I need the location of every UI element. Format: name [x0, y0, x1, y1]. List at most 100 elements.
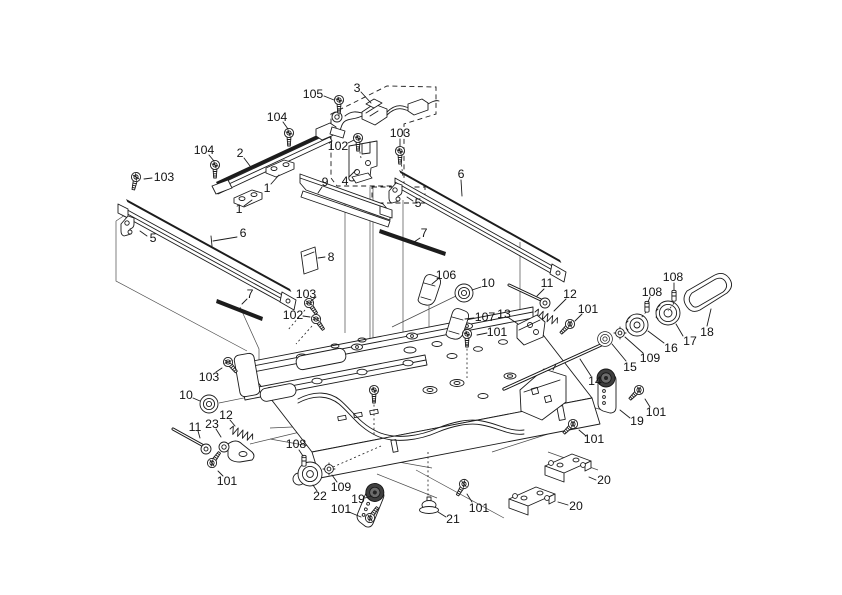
leader-line-106: [431, 278, 439, 285]
part-label-101: 101: [217, 474, 238, 488]
leader-line-8: [317, 256, 326, 259]
part-label-103: 103: [390, 126, 411, 140]
part-label-108: 108: [286, 437, 307, 451]
leader-line-12: [229, 419, 236, 427]
leader-line-108: [298, 449, 304, 457]
part-label-107: 107: [475, 310, 496, 324]
leader-line-4: [348, 169, 357, 178]
part-label-11: 11: [541, 276, 554, 290]
leader-line-21: [437, 511, 447, 518]
leader-line-10: [192, 397, 201, 402]
leader-line-15: [611, 343, 627, 362]
part-label-5: 5: [150, 231, 157, 245]
part-label-20: 20: [569, 499, 583, 513]
bracket-20-lower: [508, 486, 556, 516]
part-label-101: 101: [646, 405, 667, 419]
leader-line-104: [282, 121, 289, 130]
screw-104-right: [283, 127, 295, 147]
part-label-109: 109: [331, 480, 352, 494]
rail-6-left: [117, 199, 297, 311]
leader-line-1: [243, 199, 253, 207]
leader-line-17: [675, 323, 684, 337]
part-label-9: 9: [322, 175, 329, 189]
part-label-101: 101: [584, 432, 605, 446]
leader-line-5: [139, 230, 148, 237]
leader-line-109: [331, 474, 338, 483]
shaft-14: [502, 343, 603, 391]
leader-line-107: [464, 317, 475, 320]
screw-103-top-left: [128, 171, 142, 192]
part-label-102: 102: [328, 139, 349, 153]
leader-line-105: [323, 95, 335, 101]
leader-line-13: [508, 317, 519, 325]
bracket-20-upper: [544, 453, 592, 483]
roller-22: [292, 461, 323, 487]
spring-12-left: [228, 424, 255, 443]
part-label-17: 17: [683, 334, 697, 348]
leader-line-108: [647, 296, 651, 303]
assembly-dashed-lines: [287, 109, 468, 498]
pin-11-left: [171, 427, 212, 455]
leader-line-22: [312, 484, 318, 492]
leader-line-103: [310, 296, 317, 302]
part-label-101: 101: [487, 325, 508, 339]
part-label-3: 3: [354, 81, 361, 95]
part-label-104: 104: [194, 143, 215, 157]
part-label-6: 6: [240, 226, 247, 240]
part-label-21: 21: [446, 512, 460, 526]
part-label-15: 15: [623, 360, 637, 374]
part-label-10: 10: [481, 276, 495, 290]
part-label-102: 102: [283, 308, 304, 322]
leader-line-23: [215, 428, 222, 438]
strip-7-right: [379, 229, 446, 256]
strip-7-left: [216, 299, 263, 321]
part-label-8: 8: [328, 250, 335, 264]
part-label-16: 16: [664, 341, 678, 355]
leader-line-5: [406, 196, 414, 202]
part-label-103: 103: [199, 370, 220, 384]
part-label-104: 104: [267, 110, 288, 124]
part-label-108: 108: [642, 285, 663, 299]
leader-line-109: [624, 336, 644, 354]
part-label-14: 14: [588, 374, 602, 388]
part-label-2: 2: [237, 146, 244, 160]
part-label-6: 6: [458, 167, 465, 181]
leader-line-6: [460, 179, 463, 197]
leader-line-101: [644, 398, 651, 408]
belt-18: [683, 273, 732, 312]
chassis-holes: [330, 337, 566, 453]
leader-line-20: [588, 476, 597, 481]
part-label-109: 109: [640, 351, 661, 365]
screw-101-arm-right: [626, 383, 646, 403]
foot-21: [419, 496, 439, 514]
bracket-4: [348, 140, 378, 184]
part-label-106: 106: [436, 268, 457, 282]
leader-line-19: [364, 495, 373, 499]
leader-line-104: [208, 154, 215, 162]
pin-11-top: [507, 283, 551, 309]
pin-108-bottom: [301, 454, 307, 467]
part-label-19: 19: [630, 414, 644, 428]
leader-line-16: [647, 330, 665, 344]
pulley-17: [655, 300, 681, 326]
washer-109-right: [613, 326, 627, 340]
leader-line-7: [241, 298, 248, 305]
part-label-12: 12: [563, 287, 577, 301]
leader-line-101: [578, 429, 587, 437]
pin-108-a: [671, 289, 677, 302]
leader-line-103: [143, 177, 153, 180]
block-13: [516, 314, 546, 346]
rail-9: [299, 173, 393, 228]
leader-line-11: [197, 430, 201, 439]
roller-10-top: [454, 283, 474, 303]
roller-10-left: [199, 394, 219, 414]
leader-line-101: [574, 313, 583, 322]
part-label-108: 108: [663, 270, 684, 284]
roller-15: [597, 331, 613, 347]
leader-line-102: [302, 315, 311, 318]
leader-line-3: [360, 91, 372, 104]
leader-line-2: [243, 157, 251, 167]
